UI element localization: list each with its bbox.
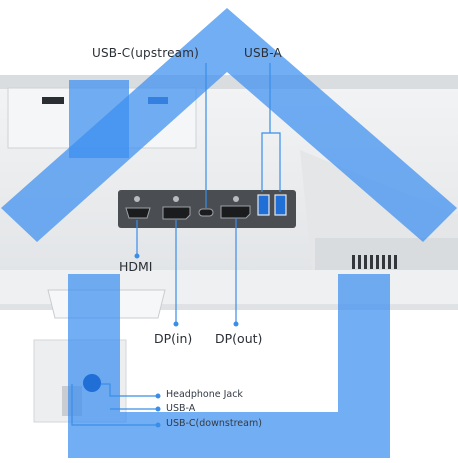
label-dp-out: DP(out) (215, 331, 263, 346)
usb-c-port-icon (198, 208, 214, 217)
rear-port-panel (118, 190, 296, 228)
home-overlay-icon (1, 8, 457, 458)
label-usb-a-side: USB-A (166, 403, 196, 414)
hdmi-port-icon (125, 207, 151, 219)
vent-slots (352, 255, 397, 269)
callout-dots (134, 253, 239, 428)
label-usb-a-top: USB-A (244, 46, 282, 60)
displayport-port-icon (162, 205, 251, 220)
label-hdmi: HDMI (119, 259, 153, 274)
label-headphone-jack: Headphone Jack (166, 389, 243, 400)
usb-a-port-icon (257, 194, 287, 216)
label-usb-c-downstream: USB-C(downstream) (166, 418, 262, 429)
label-dp-in: DP(in) (154, 331, 193, 346)
callout-lines (71, 63, 281, 426)
label-usb-c-upstream: USB-C(upstream) (92, 46, 199, 60)
headphone-jack-icon (83, 374, 101, 392)
